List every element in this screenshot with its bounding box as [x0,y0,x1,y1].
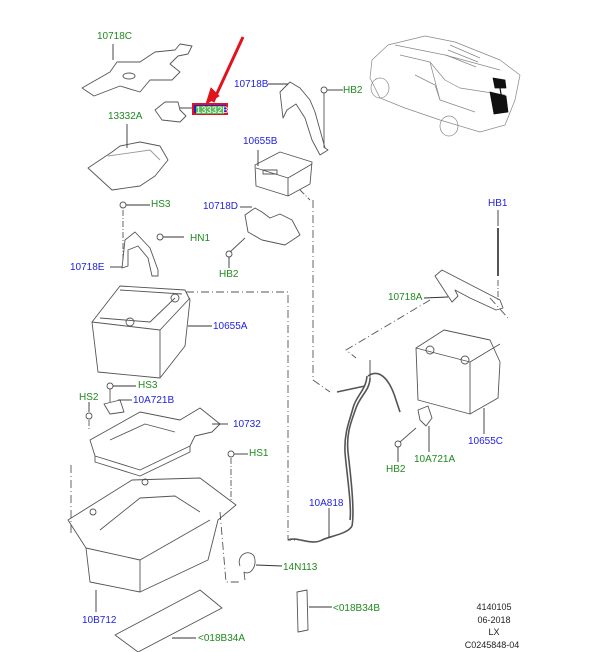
assembly-line [345,299,431,359]
label-10718A[interactable]: 10718A [388,292,423,303]
bolt-HS2-drawing [85,402,93,430]
label-10A818[interactable]: 10A818 [309,498,344,509]
part-10732-drawing [89,407,228,477]
part-10718B-drawing [268,81,329,156]
label-10718B[interactable]: 10718B [234,79,269,90]
bolt-HS1-drawing [227,450,248,500]
label-10732[interactable]: 10732 [233,419,261,430]
bolt-HB2-top-drawing [320,86,343,148]
part-10718A-drawing [423,269,504,311]
part-10A818-drawing [287,360,401,543]
assembly-line [489,297,509,319]
vehicle-locator-image [369,35,521,137]
label-HB2-right[interactable]: HB2 [386,464,406,475]
assembly-line [312,200,331,393]
part-13332B-drawing [154,101,192,123]
label-10718E[interactable]: 10718E [70,262,105,273]
illustration-code: C0245848-04 [464,639,520,650]
label-HS2[interactable]: HS2 [79,392,99,403]
label-10655A[interactable]: 10655A [213,321,248,332]
illustration-number: 4140105 [476,602,512,612]
label-10A721B[interactable]: 10A721B [133,395,175,406]
part-10655C-drawing [415,329,501,434]
part-13332A-drawing [87,124,169,191]
label-018B34A[interactable]: <018B34A [198,633,245,644]
pointer-arrow [205,36,245,105]
label-HB1[interactable]: HB1 [488,198,508,209]
label-HS1[interactable]: HS1 [249,448,269,459]
model-code: LX [488,627,500,637]
part-10718E-drawing [110,231,159,277]
label-10718D[interactable]: 10718D [203,201,239,212]
highlighted-part-label[interactable]: 13332B [192,103,229,115]
illustration-date: 06-2018 [477,614,511,625]
nut-HN1-drawing [156,233,184,241]
part-10718D-drawing [225,206,301,268]
part-10A721A-drawing [394,405,433,462]
label-10655B[interactable]: 10655B [243,136,278,147]
part-018B34A-drawing [114,589,223,652]
bolt-HS3-drawing [119,201,150,260]
part-10A721B-drawing [103,382,136,415]
part-018B34B-drawing [296,589,332,633]
label-HB2-mid[interactable]: HB2 [219,269,239,280]
label-10655C[interactable]: 10655C [468,436,504,447]
label-13332A[interactable]: 13332A [108,111,143,122]
part-10B712-drawing [67,477,237,612]
label-018B34B[interactable]: <018B34B [333,603,380,614]
diagram-info-block: 4140105 06-2018 LX C0245848-04 [463,601,525,651]
part-10655B-drawing [254,150,313,201]
assembly-line [219,511,241,583]
part-10718C-drawing [81,43,193,97]
part-10655A-drawing [91,285,212,379]
label-HS3-lower[interactable]: HS3 [138,380,158,391]
label-10A721A[interactable]: 10A721A [414,454,456,465]
part-14N113-drawing [238,552,283,581]
label-14N113[interactable]: 14N113 [283,562,318,573]
label-10B712[interactable]: 10B712 [82,615,117,626]
highlighted-part-text: 13332B [196,105,229,115]
label-HB2-top[interactable]: HB2 [343,85,363,96]
label-10718C[interactable]: 10718C [97,31,133,42]
label-HN1[interactable]: HN1 [190,233,211,244]
label-HS3-top[interactable]: HS3 [151,199,171,210]
